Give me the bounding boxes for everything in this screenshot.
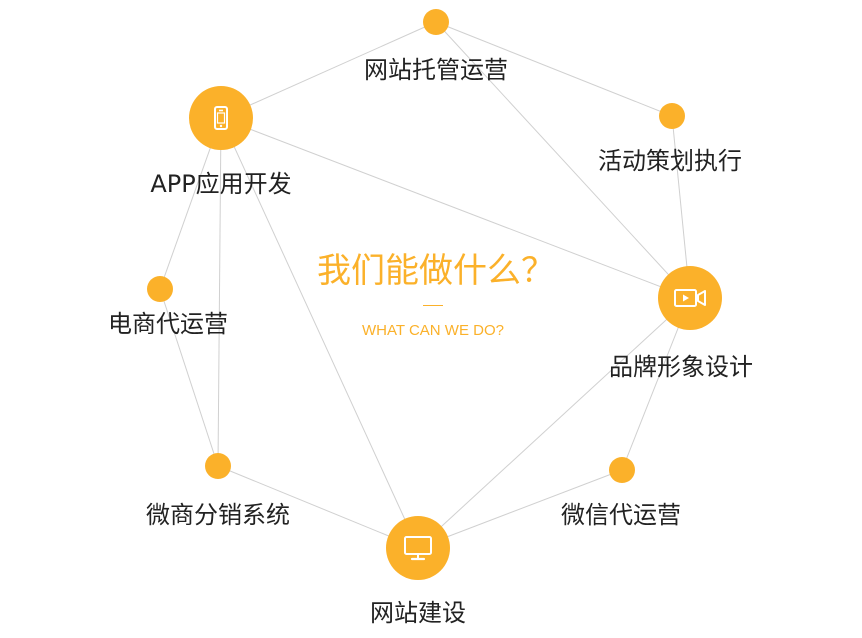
node-label-site-hosting: 网站托管运营 <box>364 56 508 84</box>
node-label-micro-dist: 微商分销系统 <box>146 501 290 529</box>
node-label-event-planning: 活动策划执行 <box>598 147 742 175</box>
node-dot-event-planning <box>659 103 685 129</box>
node-dot-ecommerce <box>147 276 173 302</box>
link-app-dev-site-hosting <box>220 21 437 119</box>
link-app-dev-website-build <box>220 117 419 549</box>
node-dot-brand-design <box>658 266 722 330</box>
node-label-app-dev: APP应用开发 <box>150 170 292 198</box>
link-ecommerce-micro-dist <box>159 288 219 467</box>
node-dot-app-dev <box>189 86 253 150</box>
link-website-build-brand-design <box>417 297 691 549</box>
node-label-wechat-ops: 微信代运营 <box>561 501 681 529</box>
node-dot-micro-dist <box>205 453 231 479</box>
node-dot-site-hosting <box>423 9 449 35</box>
link-app-dev-micro-dist <box>217 117 222 467</box>
link-app-dev-brand-design <box>220 117 691 299</box>
node-label-website-build: 网站建设 <box>370 599 466 627</box>
node-label-ecommerce: 电商代运营 <box>108 310 228 338</box>
link-website-build-wechat-ops <box>417 469 623 549</box>
node-dot-wechat-ops <box>609 457 635 483</box>
link-micro-dist-website-build <box>217 465 419 549</box>
link-site-hosting-brand-design <box>435 21 691 299</box>
mobile-phone-icon <box>214 106 228 130</box>
center-subtitle: WHAT CAN WE DO? <box>362 322 504 339</box>
center-title: 我们能做什么？ <box>317 251 555 291</box>
node-label-brand-design: 品牌形象设计 <box>609 353 753 381</box>
link-site-hosting-event-planning <box>435 21 673 117</box>
monitor-icon <box>404 536 432 561</box>
node-dot-website-build <box>386 516 450 580</box>
center-divider <box>423 305 443 306</box>
video-camera-icon <box>674 289 706 307</box>
